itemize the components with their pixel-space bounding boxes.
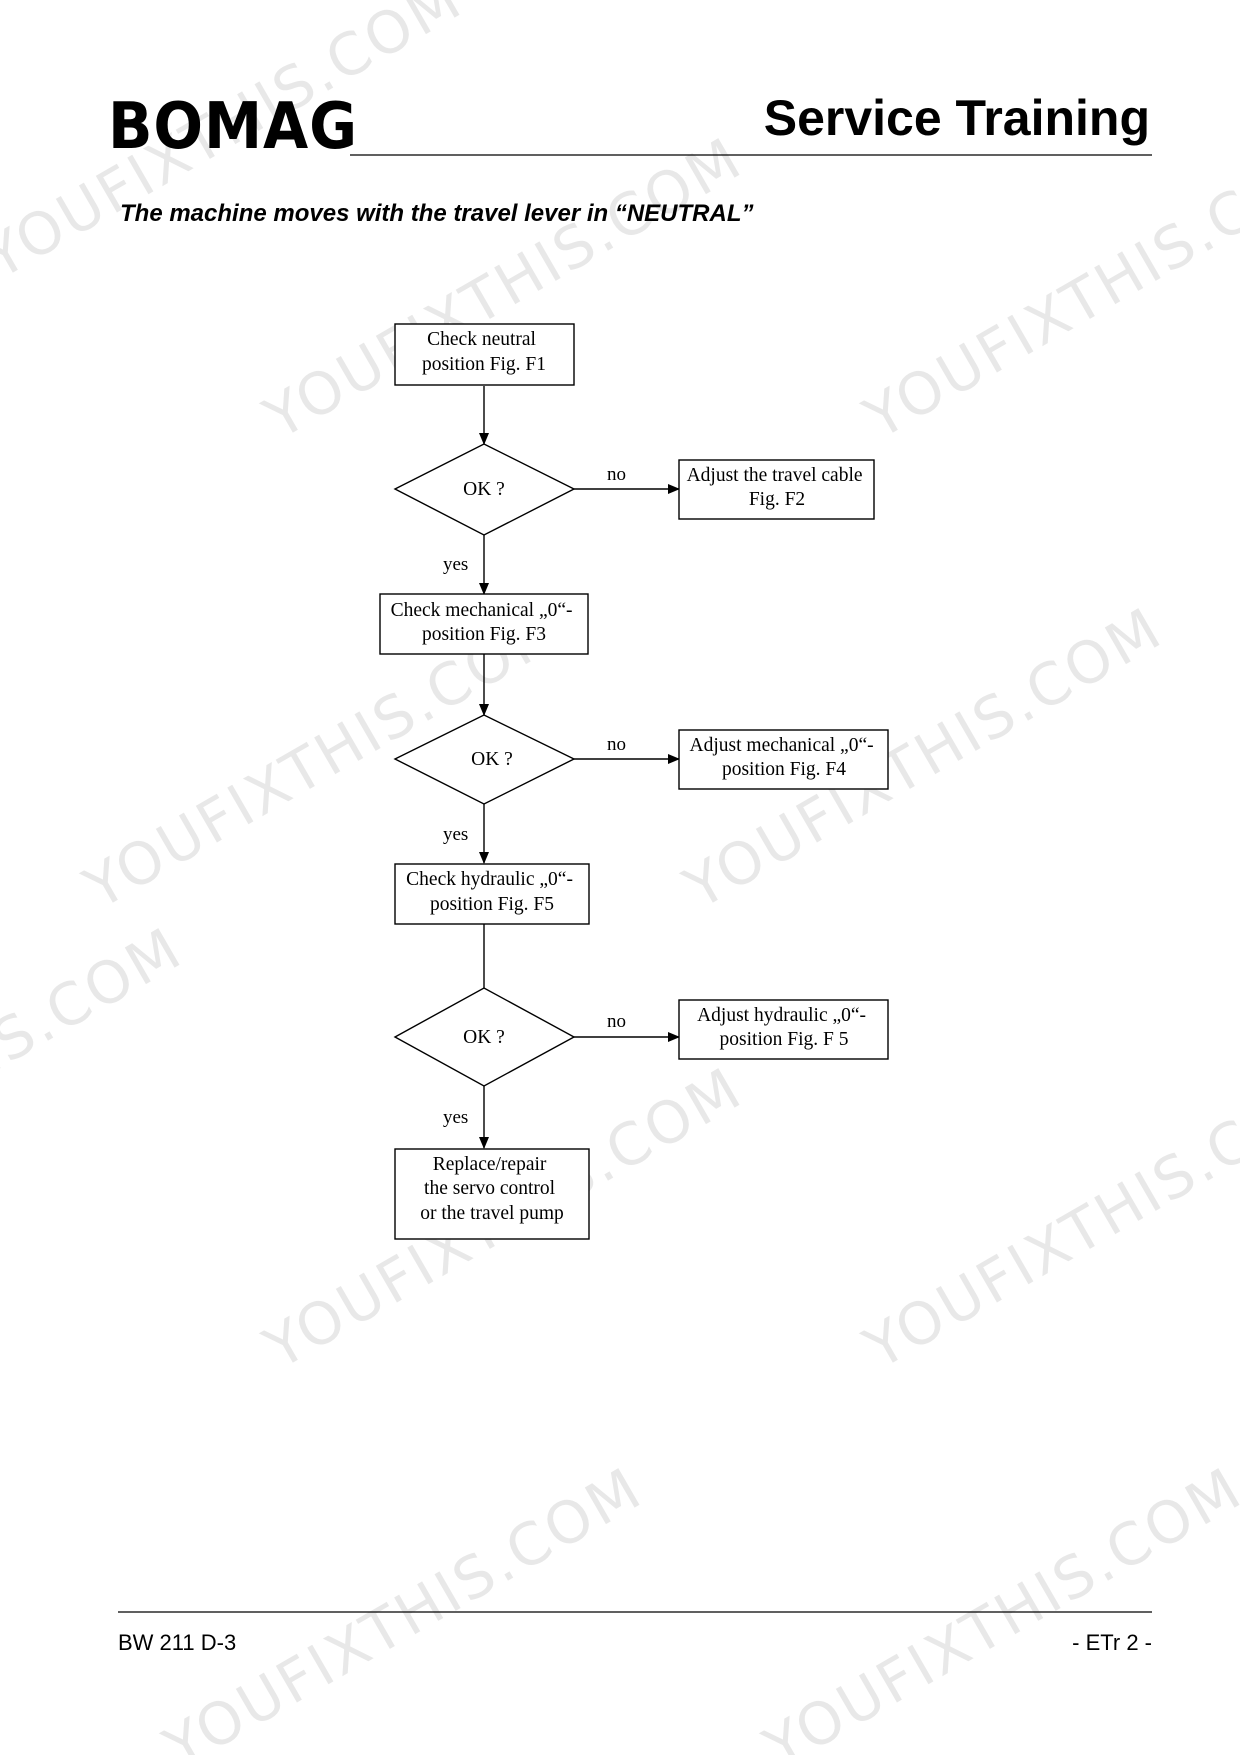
node-adjust-hydraulic-zero-line-1: Adjust hydraulic „0“- — [697, 1005, 866, 1026]
label-no-2: no — [607, 734, 626, 755]
watermark-10: YOUFIXTHIS.COM — [752, 1454, 1240, 1755]
node-check-neutral-line-2: position Fig. F1 — [422, 354, 546, 375]
node-check-neutral — [394, 323, 575, 386]
header-title: Service Training — [764, 90, 1150, 146]
footer-page-number: - ETr 2 - — [1072, 1630, 1152, 1655]
decision-ok-1 — [393, 443, 576, 536]
watermark-3: YOUFIXTHIS.COM — [852, 124, 1240, 453]
page-subtitle: The machine moves with the travel lever … — [120, 200, 754, 227]
decision-ok-3 — [393, 987, 576, 1087]
node-check-mechanical-zero-line-1: Check mechanical „0“- — [391, 600, 573, 621]
watermark-8: YOUFIXTHIS.COM — [852, 1054, 1240, 1383]
label-no-1: no — [607, 464, 626, 485]
node-adjust-mechanical-zero-text: Adjust mechanical „0“- position Fig. F4 — [690, 735, 879, 780]
decision-ok-2 — [393, 714, 576, 805]
node-check-hydraulic-zero — [394, 863, 590, 925]
node-adjust-hydraulic-zero-line-2: position Fig. F 5 — [720, 1029, 849, 1050]
node-adjust-mechanical-zero-line-1: Adjust mechanical „0“- — [690, 735, 874, 756]
node-check-mechanical-zero-text: Check mechanical „0“- position Fig. F3 — [391, 600, 578, 645]
decision-ok-2-text: OK ? — [471, 749, 513, 770]
node-adjust-travel-cable-line-1: Adjust the travel cable — [687, 465, 863, 486]
node-check-neutral-text: Check neutral position Fig. F1 — [422, 329, 546, 375]
node-replace-repair-line-2: the servo control — [424, 1178, 556, 1199]
label-yes-2: yes — [443, 824, 468, 845]
node-check-hydraulic-zero-line-2: position Fig. F5 — [430, 894, 554, 915]
node-replace-repair-text: Replace/repair the servo control or the … — [420, 1154, 564, 1224]
node-adjust-hydraulic-zero-text: Adjust hydraulic „0“- position Fig. F 5 — [697, 1005, 871, 1050]
node-replace-repair-line-3: or the travel pump — [420, 1203, 564, 1224]
node-adjust-travel-cable-text: Adjust the travel cable Fig. F2 — [687, 465, 868, 510]
node-check-hydraulic-zero-line-1: Check hydraulic „0“- — [406, 869, 573, 890]
node-adjust-mechanical-zero — [678, 729, 889, 790]
flowchart: no yes no yes no yes Check neutral posit… — [379, 323, 889, 1240]
node-check-neutral-line-1: Check neutral — [427, 329, 536, 350]
label-yes-3: yes — [443, 1107, 468, 1128]
node-check-mechanical-zero — [379, 593, 589, 655]
node-replace-repair — [394, 1148, 590, 1240]
watermark-2: YOUFIXTHIS.COM — [252, 124, 754, 453]
brand-logo: BOMAG — [108, 90, 358, 164]
watermark-6: YOUFIXTHIS.COM — [0, 914, 194, 1243]
node-check-hydraulic-zero-text: Check hydraulic „0“- position Fig. F5 — [406, 869, 578, 915]
node-adjust-travel-cable — [678, 459, 875, 520]
decision-ok-3-text: OK ? — [463, 1027, 505, 1048]
label-no-3: no — [607, 1011, 626, 1032]
node-adjust-travel-cable-line-2: Fig. F2 — [749, 489, 805, 510]
node-check-mechanical-zero-line-2: position Fig. F3 — [422, 624, 546, 645]
watermark-9: YOUFIXTHIS.COM — [152, 1454, 654, 1755]
footer-model: BW 211 D-3 — [118, 1630, 236, 1655]
label-yes-1: yes — [443, 554, 468, 575]
node-adjust-mechanical-zero-line-2: position Fig. F4 — [722, 759, 846, 780]
decision-ok-1-text: OK ? — [463, 479, 505, 500]
node-adjust-hydraulic-zero — [678, 999, 889, 1060]
node-replace-repair-line-1: Replace/repair — [433, 1154, 547, 1175]
